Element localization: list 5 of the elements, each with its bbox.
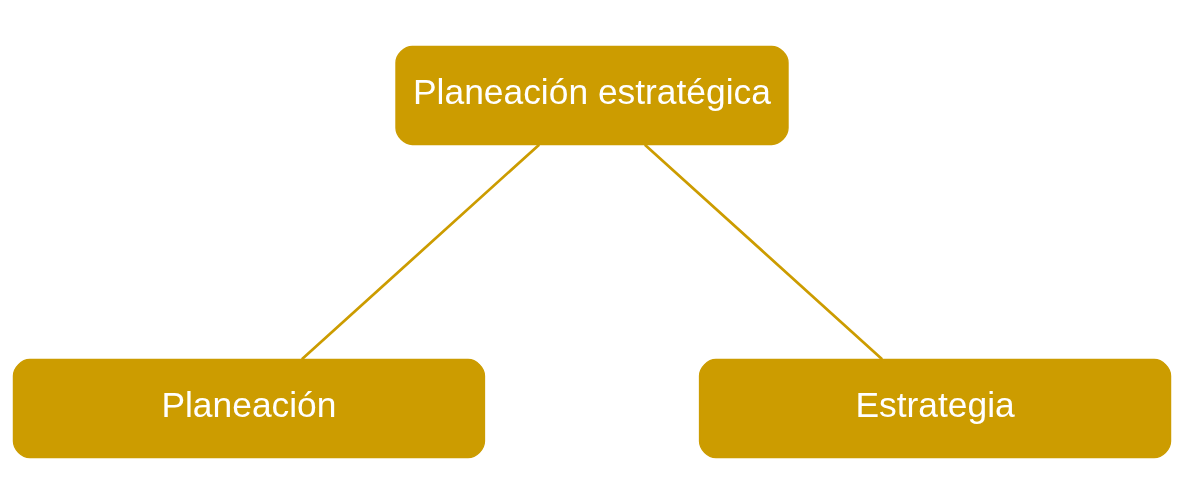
node-box: Planeación [12, 358, 486, 458]
connector [643, 143, 884, 360]
connector [300, 143, 541, 360]
node-box: Planeación estratégica [395, 45, 789, 145]
node-box: Estrategia [698, 358, 1172, 458]
